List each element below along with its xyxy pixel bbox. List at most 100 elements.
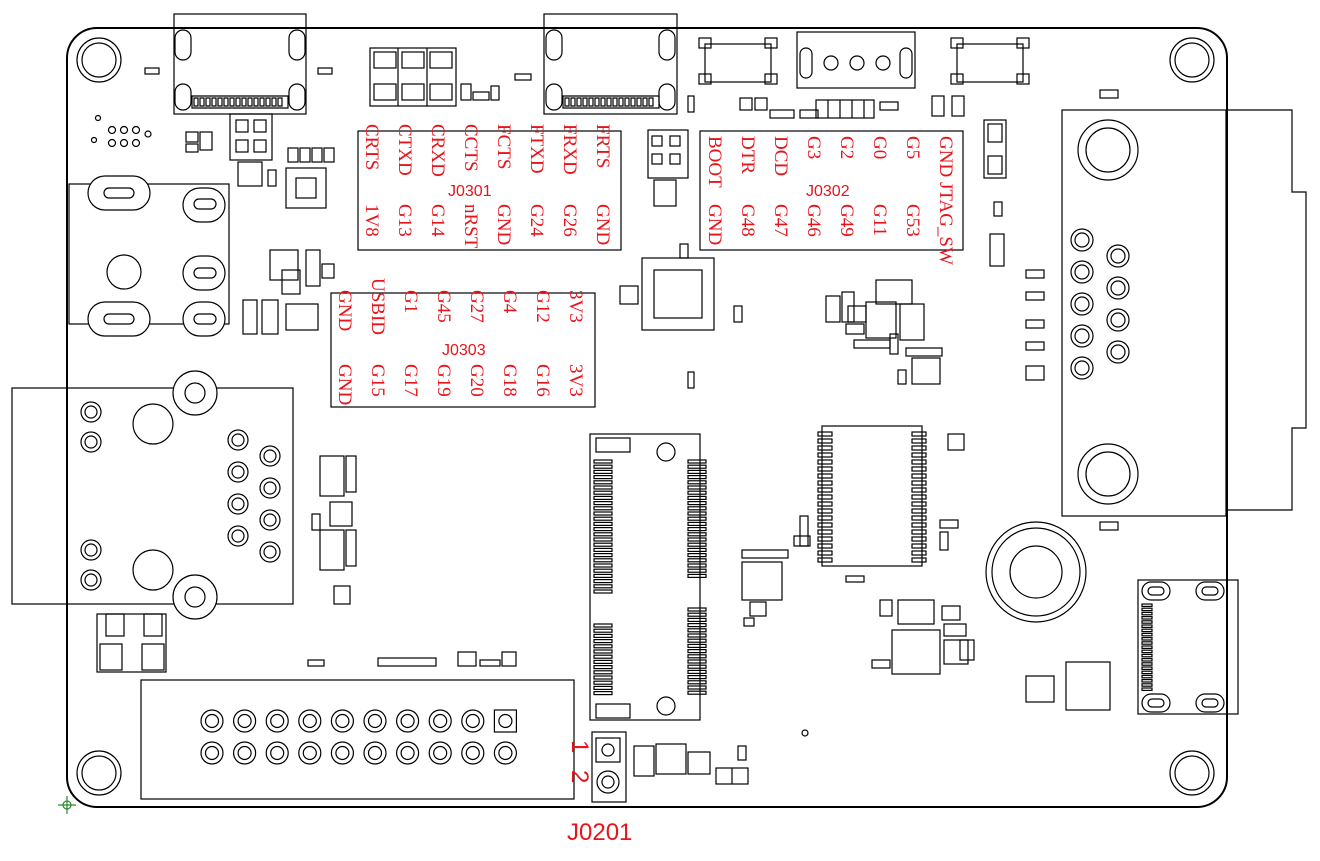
passive-components — [144, 67, 1119, 785]
j0303-pin-3v3-top: 3V3 — [565, 290, 586, 323]
j0301-pin-frts: FRTS — [592, 124, 613, 168]
buzzer — [985, 521, 1087, 623]
j0303-pin-3v3-bottom: 3V3 — [565, 364, 586, 397]
j0302-pin-g3: G3 — [803, 136, 824, 159]
j0303-pin-g19: G19 — [433, 364, 454, 397]
j0303-pin-g4: G4 — [499, 290, 520, 314]
sop-ic — [817, 425, 927, 567]
j0302-pin-gnd-bottom: GND — [704, 204, 725, 245]
j0301-pin-g13: G13 — [394, 204, 415, 237]
header-pin — [330, 741, 354, 765]
j0301-pin-1v8: 1V8 — [361, 204, 382, 237]
led-pair-bottom-left — [96, 613, 167, 673]
header-pin — [493, 741, 517, 765]
j0303-pin-g17: G17 — [400, 364, 421, 397]
j0302-pin-g11: G11 — [869, 204, 890, 236]
fiducial-marker — [58, 796, 76, 814]
header-pin — [200, 741, 224, 765]
j0301-pin-fcts: FCTS — [493, 124, 514, 169]
j0301-pin-g24: G24 — [526, 204, 547, 237]
j0302-pin-g53: G53 — [902, 204, 923, 237]
j0302-pin-boot: BOOT — [704, 136, 725, 188]
j0302-pin-dtr: DTR — [737, 136, 758, 174]
j0303-pin-g16: G16 — [532, 364, 553, 397]
j0301-pin-crxd: CRXD — [427, 124, 448, 177]
usb-connector-middle — [543, 13, 678, 115]
j0301-pin-ctxd: CTXD — [394, 124, 415, 176]
j0302-pin-g46: G46 — [803, 204, 824, 237]
header-pin — [396, 741, 420, 765]
j0303-pin-usbid: USBID — [367, 278, 388, 335]
j0302-pin-g2: G2 — [836, 136, 857, 159]
j0301-pin-crts: CRTS — [361, 124, 382, 170]
tactile-switch-right — [950, 37, 1030, 85]
j0303-pin-g18: G18 — [499, 364, 520, 397]
j0302-pin-g49: G49 — [836, 204, 857, 237]
header-pin — [233, 741, 257, 765]
usb-c-connector — [1137, 579, 1239, 715]
mounting-hole-top-left — [76, 37, 122, 83]
j0302-pin-dcd: DCD — [770, 136, 791, 176]
j0303-pin-g27: G27 — [466, 290, 487, 323]
j0201-designator: J0201 — [567, 819, 632, 846]
j0201-pin1-label: 1 — [566, 740, 593, 753]
header-j0303-labels: GND USBID G1 G45 G27 G4 G12 3V3 GND G15 … — [334, 278, 586, 405]
j0201-pin2-label: 2 — [566, 770, 593, 783]
j0302-pin-g48: G48 — [737, 204, 758, 237]
header-j0201 — [591, 731, 627, 803]
j0301-pin-frxd: FRXD — [559, 124, 580, 175]
header-pin — [396, 709, 420, 733]
header-pin — [233, 709, 257, 733]
j0302-designator: J0302 — [806, 183, 850, 200]
mounting-hole-top-right — [1169, 37, 1215, 83]
j0303-pin-g15: G15 — [367, 364, 388, 397]
j0303-pin-gnd-top: GND — [334, 290, 355, 331]
j0302-pin-jtag-sw: JTAG_SW — [935, 182, 956, 265]
j0301-pin-g14: G14 — [427, 204, 448, 237]
usb-connector-left — [173, 13, 307, 115]
test-point — [801, 729, 809, 737]
rj45-connector — [11, 370, 294, 620]
header-pin — [200, 709, 224, 733]
j0301-pin-nrst: nRST — [460, 204, 481, 249]
mounting-hole-bottom-right — [1169, 750, 1215, 796]
header-j0301-outline — [357, 130, 622, 251]
header-pin — [265, 709, 289, 733]
header-j0303-outline — [330, 292, 596, 408]
header-pin — [461, 709, 485, 733]
header-j0302-labels: BOOT DTR DCD G3 G2 G0 G5 GND GND G48 G47… — [704, 136, 956, 265]
header-2x10 — [140, 679, 575, 800]
j0303-pin-g20: G20 — [466, 364, 487, 397]
board-outline — [66, 27, 1228, 808]
db9-connector — [1061, 109, 1307, 517]
led-bank — [369, 47, 457, 107]
j0302-pin-gnd-top: GND — [935, 136, 956, 177]
j0301-pin-ccts: CCTS — [460, 124, 481, 172]
header-pin — [330, 709, 354, 733]
j0303-pin-g1: G1 — [400, 290, 421, 313]
audio-jack-left — [68, 114, 230, 337]
header-pin — [363, 709, 387, 733]
j0301-pin-gnd-a: GND — [493, 204, 514, 245]
header-pin — [298, 741, 322, 765]
j0301-pin-gnd-b: GND — [592, 204, 613, 245]
j0303-pin-g45: G45 — [433, 290, 454, 323]
header-pin — [428, 709, 452, 733]
j0301-pin-ftxd: FTXD — [526, 124, 547, 174]
j0301-pin-g26: G26 — [559, 204, 580, 237]
mounting-holes — [76, 37, 1215, 796]
j0303-pin-gnd-bottom: GND — [334, 364, 355, 405]
header-pin — [428, 741, 452, 765]
header-pin — [461, 741, 485, 765]
j0302-pin-g47: G47 — [770, 204, 791, 237]
j0302-pin-g5: G5 — [902, 136, 923, 159]
header-j0301-labels: CRTS CTXD CRXD CCTS FCTS FTXD FRXD FRTS … — [361, 124, 613, 249]
j0303-designator: J0303 — [442, 342, 486, 359]
header-j0201-labels: 1 2 J0201 — [566, 740, 632, 846]
header-pin — [493, 709, 517, 733]
m2-socket — [589, 433, 707, 721]
mounting-hole-bottom-left — [76, 750, 122, 796]
header-pin — [363, 741, 387, 765]
j0302-pin-g0: G0 — [869, 136, 890, 159]
